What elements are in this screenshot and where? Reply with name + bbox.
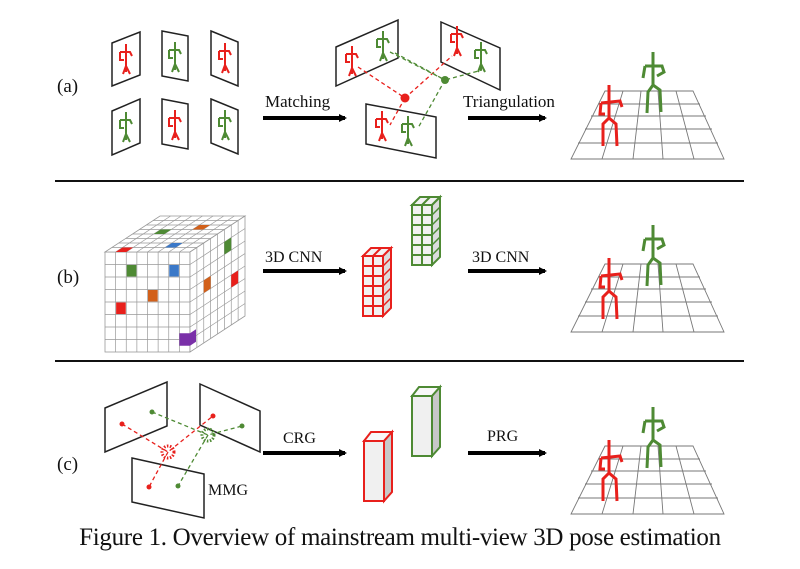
step-label-prg: PRG bbox=[487, 428, 519, 445]
person-volume-green bbox=[409, 194, 443, 268]
voxel-highlight bbox=[169, 265, 179, 277]
matched-views bbox=[335, 18, 501, 159]
person-volume-red bbox=[360, 245, 394, 319]
view-frame bbox=[111, 97, 141, 157]
voxel-highlight bbox=[231, 270, 239, 288]
input-views-grid bbox=[111, 29, 239, 157]
pose-person-green bbox=[641, 225, 666, 287]
ground-grid-3d bbox=[570, 90, 725, 160]
pose-person-red bbox=[598, 258, 624, 320]
view-frame bbox=[210, 29, 239, 88]
view-frame bbox=[335, 18, 399, 88]
view-frame bbox=[111, 30, 141, 88]
row-b-label: (b) bbox=[57, 267, 79, 288]
step-label-matching: Matching bbox=[265, 92, 331, 111]
view-frame bbox=[210, 97, 239, 156]
match-point-red bbox=[400, 93, 410, 103]
view-frame bbox=[131, 457, 205, 519]
view-frame bbox=[161, 98, 189, 150]
multi-view-matching-graph bbox=[104, 380, 261, 519]
view-frame bbox=[440, 20, 501, 92]
ground-grid-3d bbox=[570, 445, 725, 515]
center-volume-green bbox=[409, 384, 443, 459]
voxel-highlight bbox=[115, 247, 134, 252]
center-volume-red bbox=[361, 429, 395, 504]
voxel-highlight bbox=[126, 265, 137, 277]
row-c: (c) MMG CRG PRG bbox=[57, 380, 725, 519]
row-c-label: (c) bbox=[57, 454, 78, 475]
row-a: (a) bbox=[57, 18, 725, 160]
voxel-highlight bbox=[153, 229, 172, 234]
voxel-highlight bbox=[203, 276, 211, 293]
pose-person-green bbox=[641, 52, 666, 114]
voxel-volume bbox=[103, 215, 247, 353]
annotation-mmg: MMG bbox=[208, 482, 248, 499]
voxel-highlight bbox=[179, 329, 196, 346]
pose-person-red bbox=[598, 85, 624, 147]
view-frame bbox=[161, 30, 189, 82]
row-a-label: (a) bbox=[57, 76, 78, 97]
step-label-3d-cnn-1: 3D CNN bbox=[265, 249, 323, 266]
candidate-cluster-red bbox=[160, 444, 176, 460]
view-frame bbox=[104, 380, 168, 454]
view-frame bbox=[199, 382, 261, 454]
match-point-green bbox=[441, 76, 449, 84]
ground-grid-3d bbox=[570, 263, 725, 333]
step-label-3d-cnn-2: 3D CNN bbox=[472, 249, 530, 266]
voxel-highlight bbox=[224, 237, 232, 255]
candidate-cluster-green bbox=[200, 427, 216, 443]
voxel-highlight bbox=[165, 243, 183, 248]
pose-person-green bbox=[641, 407, 666, 469]
figure-caption: Figure 1. Overview of mainstream multi-v… bbox=[79, 524, 721, 551]
pose-person-red bbox=[598, 440, 624, 502]
voxel-highlight bbox=[192, 225, 210, 230]
row-b: (b) 3D CNN 3D CNN bbox=[57, 194, 725, 353]
step-label-triangulation: Triangulation bbox=[463, 92, 555, 111]
step-label-crg: CRG bbox=[283, 430, 316, 447]
voxel-highlight bbox=[148, 290, 158, 302]
voxel-highlight bbox=[116, 302, 126, 314]
